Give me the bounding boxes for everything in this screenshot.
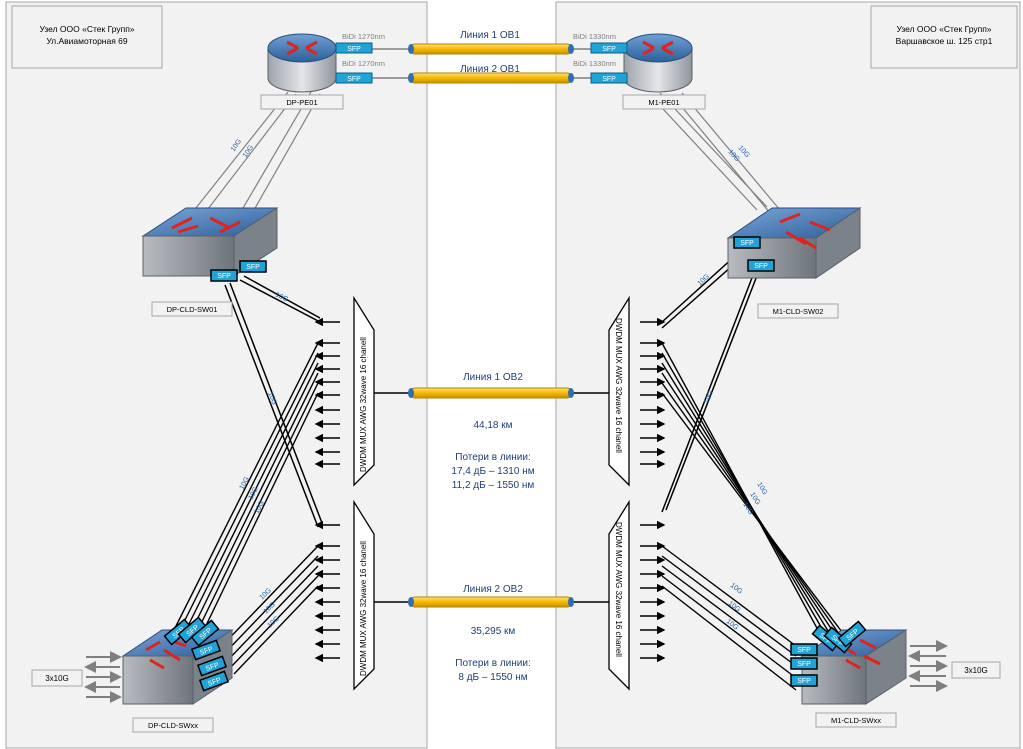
speed-label: 10G [266, 391, 277, 406]
switch-m1-cld-swxx: M1-CLD-SWxx [800, 629, 908, 728]
dp-cld-sw01-label: DP-CLD-SW01 [167, 305, 218, 314]
right-site-panel [555, 1, 1021, 749]
bidi-right-1: BiDi 1330nm [573, 32, 616, 41]
ob2-line2-loss-1: 8 дБ – 1550 нм [458, 672, 527, 683]
left-uplink-label: 3x10G [31, 669, 83, 687]
sfp-label: SFP [797, 661, 811, 668]
mux-labels: DWDM MUX AWG 32wave 16 chanell DWDM MUX … [359, 318, 623, 676]
sfp-label: SFP [347, 46, 361, 53]
pe-to-sw-links [187, 91, 781, 225]
sfp-label: SFP [199, 646, 214, 657]
switch-m1-cld-sw02: M1-CLD-SW02 [726, 207, 862, 319]
dp-cld-swxx-label: DP-CLD-SWxx [148, 721, 198, 730]
mux-left-2 [353, 499, 375, 691]
ob1-line2-label: Линия 2 ОВ1 [460, 64, 520, 75]
bidi-left-2: BiDi 1270nm [342, 59, 385, 68]
router-m1-pe01: M1-PE01 [622, 33, 706, 110]
mux-left-2-label: DWDM MUX AWG 32wave 16 chanell [359, 541, 368, 676]
ob2-line1-label: Линия 1 ОВ2 [463, 372, 523, 383]
ob2-line1-distance: 44,18 км [473, 420, 512, 431]
router-dp-pe01: DP-PE01 [260, 33, 344, 110]
right-site-name: Узел ООО «Стек Групп» [896, 24, 991, 34]
ob2-fiber-line2: Линия 2 ОВ2 35,295 км Потери в линии: 8 … [374, 584, 609, 683]
mux-right-1 [608, 295, 630, 487]
left-uplink-arrows [84, 651, 122, 703]
ob2-line1-loss-title: Потери в линии: [455, 452, 530, 463]
left-swxx-to-mux1 [174, 342, 319, 639]
right-uplink-arrows [908, 640, 948, 692]
bidi-left-1: BiDi 1270nm [342, 32, 385, 41]
left-uplink-text: 3x10G [45, 674, 69, 683]
dp-pe01-label: DP-PE01 [286, 98, 317, 107]
sfp-label: SFP [207, 677, 222, 688]
left-site-address: Ул.Авиамоторная 69 [46, 36, 128, 46]
ob1-fiber-line1: Линия 1 ОВ1 [372, 30, 604, 55]
switch-dp-cld-sw01: DP-CLD-SW01 [141, 207, 279, 317]
sfp-label: SFP [205, 662, 220, 673]
m1-cld-sw02-label: M1-CLD-SW02 [773, 307, 824, 316]
sfp-label: SFP [740, 240, 754, 247]
right-swxx-to-mux1 [661, 342, 849, 641]
left-mux-arrows [314, 317, 340, 663]
ob2-line1-loss-2: 11,2 дБ – 1550 нм [452, 480, 535, 491]
sfp-label: SFP [602, 46, 616, 53]
m1-cld-swxx-label: M1-CLD-SWxx [831, 716, 881, 725]
sfp-label: SFP [754, 263, 768, 270]
right-site-address: Варшавское ш. 125 стр1 [896, 36, 993, 46]
right-uplink-label: 3x10G [951, 661, 1001, 679]
right-site-info: Узел ООО «Стек Групп» Варшавское ш. 125 … [870, 5, 1018, 69]
left-swxx-to-mux2 [217, 545, 319, 675]
mux-right-2 [608, 499, 630, 691]
left-site-name: Узел ООО «Стек Групп» [39, 24, 134, 34]
mux-shapes [353, 295, 630, 691]
sfp-label: SFP [797, 678, 811, 685]
right-swxx-to-mux2 [661, 545, 797, 691]
mux-right-1-label: DWDM MUX AWG 32wave 16 chanell [614, 318, 623, 453]
router-sfps: SFP SFP SFP SFP [335, 42, 628, 84]
switch-sfps: SFP SFP SFP SFP SFP SFP SFP SFP SFP SFP … [163, 236, 867, 692]
left-site-info: Узел ООО «Стек Групп» Ул.Авиамоторная 69 [11, 5, 163, 69]
right-uplink-text: 3x10G [964, 666, 988, 675]
ob1-fiber-line2: Линия 2 ОВ1 [372, 64, 604, 84]
ob2-line1-loss-1: 17,4 дБ – 1310 нм [451, 466, 534, 477]
sfp-label: SFP [797, 647, 811, 654]
sfp-label: SFP [602, 76, 616, 83]
bidi-labels: BiDi 1270nm BiDi 1270nm BiDi 1330nm BiDi… [342, 32, 616, 68]
sfp-label: SFP [217, 273, 231, 280]
ob1-line1-label: Линия 1 ОВ1 [460, 30, 520, 41]
mux-left-1 [353, 295, 375, 487]
right-mux-arrows [640, 317, 666, 663]
ob2-line2-distance: 35,295 км [471, 626, 516, 637]
ob2-line2-loss-title: Потери в линии: [455, 658, 530, 669]
ob2-line2-label: Линия 2 ОВ2 [463, 584, 523, 595]
sfp-label: SFP [246, 264, 260, 271]
mux-right-2-label: DWDM MUX AWG 32wave 16 chanell [614, 522, 623, 657]
speed-label: 10G [703, 390, 714, 405]
left-sw01-to-mux [224, 275, 323, 528]
m1-pe01-label: M1-PE01 [648, 98, 679, 107]
mux-left-1-label: DWDM MUX AWG 32wave 16 chanell [359, 337, 368, 472]
ob2-fiber-line1: Линия 1 ОВ2 44,18 км Потери в линии: 17,… [374, 372, 609, 491]
bidi-right-2: BiDi 1330nm [573, 59, 616, 68]
sfp-label: SFP [347, 76, 361, 83]
